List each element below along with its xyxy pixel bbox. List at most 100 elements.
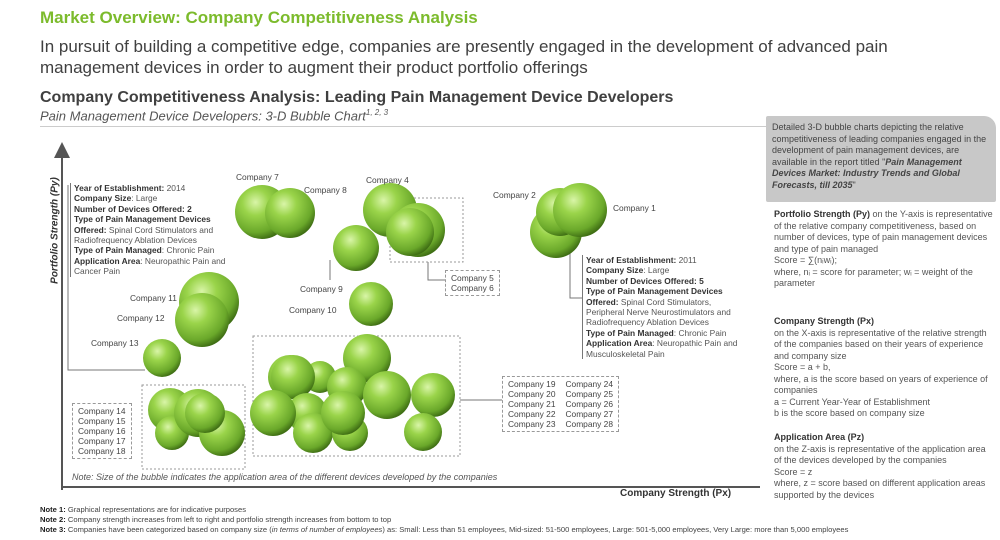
py-score: Score = ∑(nᵢwᵢ); (774, 255, 838, 265)
py-text: on the Y-axis is representative of the r… (774, 209, 993, 254)
note-3: Note 3: Companies have been categorized … (40, 525, 848, 534)
legend-item: Company 24 (565, 379, 614, 389)
group-box-c14-18 (141, 384, 246, 470)
pz-heading: Application Area (Pz) (774, 432, 865, 442)
callout-end: " (852, 179, 856, 190)
legend-item: Company 19 (508, 379, 556, 389)
label-company-7: Company 7 (236, 172, 279, 182)
legend-item: Company 26 (565, 399, 614, 409)
company-bubble (250, 390, 296, 436)
info-value: : Large (643, 265, 670, 276)
note-2: Note 2: Company strength increases from … (40, 515, 391, 524)
company-bubble (143, 339, 181, 377)
y-axis-label: Portfolio Strength (Py) (49, 177, 61, 284)
group-box-c19-28 (252, 335, 461, 457)
info-value: : Neuropathic Pain and Musculoskeletal P… (586, 338, 738, 359)
label-company-1: Company 1 (613, 203, 656, 213)
info-key: Type of Pain Managed (74, 245, 162, 256)
chart-subtitle: Pain Management Device Developers: 3-D B… (40, 108, 388, 123)
note-italic: in terms of number of employees (271, 525, 383, 534)
label-company-2: Company 2 (493, 190, 536, 200)
label-company-11: Company 11 (130, 293, 177, 303)
company-bubble (293, 413, 333, 453)
label-company-8: Company 8 (304, 185, 347, 195)
pz-where: where, z = score based on different appl… (774, 478, 986, 500)
subtitle-refs: 1, 2, 3 (365, 108, 389, 117)
legend-item: Company 23 (508, 419, 556, 429)
px-where: b is the score based on company size (774, 408, 925, 418)
leader-line-c5-6 (427, 262, 445, 281)
info-value: : Chronic Pain (673, 327, 727, 338)
label-company-9: Company 9 (300, 284, 343, 294)
legend-item: Company 27 (565, 409, 614, 419)
legend-col: Company 19 Company 20 Company 21 Company… (508, 379, 556, 429)
note-key: Note 1: (40, 505, 66, 514)
info-value: 5 (699, 275, 704, 286)
company-bubble (271, 355, 315, 399)
info-key: Application Area (74, 255, 141, 266)
company-bubble (411, 373, 455, 417)
legend-item: Company 5 (451, 273, 494, 283)
legend-c5-6: Company 5 Company 6 (445, 270, 500, 296)
note-text: ) as: Small: Less than 51 employees, Mid… (382, 525, 849, 534)
legend-item: Company 20 (508, 389, 556, 399)
px-score: Score = a + b, (774, 362, 831, 372)
py-where: where, nᵢ = score for parameter; wᵢ = we… (774, 266, 973, 289)
info-key: Year of Establishment: (586, 255, 677, 265)
info-key: Company Size (74, 193, 132, 204)
company-bubble (386, 208, 434, 256)
label-company-12: Company 12 (117, 313, 165, 323)
legend-item: Company 14 (78, 406, 126, 416)
info-key: Type of Pain Management Devices (74, 214, 211, 225)
info-key: Number of Devices Offered: (586, 275, 697, 286)
company-bubble (553, 183, 607, 237)
leader-line-left (67, 185, 145, 371)
legend-item: Company 25 (565, 389, 614, 399)
info-value: : Chronic Pain (161, 245, 215, 256)
company-bubble (333, 225, 379, 271)
legend-c14-18: Company 14 Company 15 Company 16 Company… (72, 403, 132, 459)
info-value: : Neuropathic Pain and Cancer Pain (74, 255, 226, 277)
company-bubble (321, 391, 365, 435)
legend-item: Company 6 (451, 283, 494, 293)
pz-description: Application Area (Pz) on the Z-axis is r… (774, 432, 994, 501)
lead-text: In pursuit of building a competitive edg… (40, 37, 888, 77)
info-key: Offered: (74, 224, 107, 235)
note-text: Companies have been categorized based on… (67, 525, 272, 534)
info-key: Company Size (586, 265, 644, 276)
note-text: Graphical representations are for indica… (67, 505, 247, 514)
legend-item: Company 21 (508, 399, 556, 409)
bubble-size-note: Note: Size of the bubble indicates the a… (72, 472, 498, 482)
label-company-10: Company 10 (289, 305, 337, 315)
px-text: on the X-axis is representative of the r… (774, 327, 987, 361)
legend-item: Company 22 (508, 409, 556, 419)
info-value: 2 (187, 203, 192, 214)
info-key: Offered: (586, 296, 619, 307)
px-where: a = Current Year-Year of Establishment (774, 396, 931, 407)
legend-item: Company 17 (78, 436, 126, 446)
info-key: Year of Establishment: (74, 183, 165, 193)
info-value: Spinal Cord Stimulators and Radiofrequen… (74, 224, 214, 246)
page-title: Market Overview: Company Competitiveness… (40, 8, 478, 27)
info-key: Application Area (586, 338, 653, 349)
divider (40, 126, 768, 127)
info-value: Spinal Cord Stimulators, Peripheral Nerv… (586, 296, 731, 328)
company-bubble (363, 371, 411, 419)
company-bubble (349, 282, 393, 326)
note-text: Company strength increases from left to … (67, 515, 392, 524)
px-description: Company Strength (Px) on the X-axis is r… (774, 316, 994, 420)
label-company-4: Company 4 (366, 175, 409, 185)
px-heading: Company Strength (Px) (774, 316, 875, 326)
legend-item: Company 28 (565, 419, 614, 429)
info-value: 2011 (678, 255, 697, 265)
info-key: Type of Pain Managed (586, 327, 674, 338)
legend-item: Company 16 (78, 426, 126, 436)
info-box-right: Year of Establishment: 2011 Company Size… (582, 255, 747, 360)
py-description: Portfolio Strength (Py) on the Y-axis is… (774, 209, 994, 290)
info-key: Number of Devices Offered: (74, 203, 185, 214)
note-1: Note 1: Graphical representations are fo… (40, 505, 246, 514)
info-box-left: Year of Establishment: 2014 Company Size… (70, 183, 245, 277)
callout-text: Detailed 3-D bubble charts depicting the… (772, 122, 987, 167)
py-heading: Portfolio Strength (Py) (774, 209, 870, 219)
